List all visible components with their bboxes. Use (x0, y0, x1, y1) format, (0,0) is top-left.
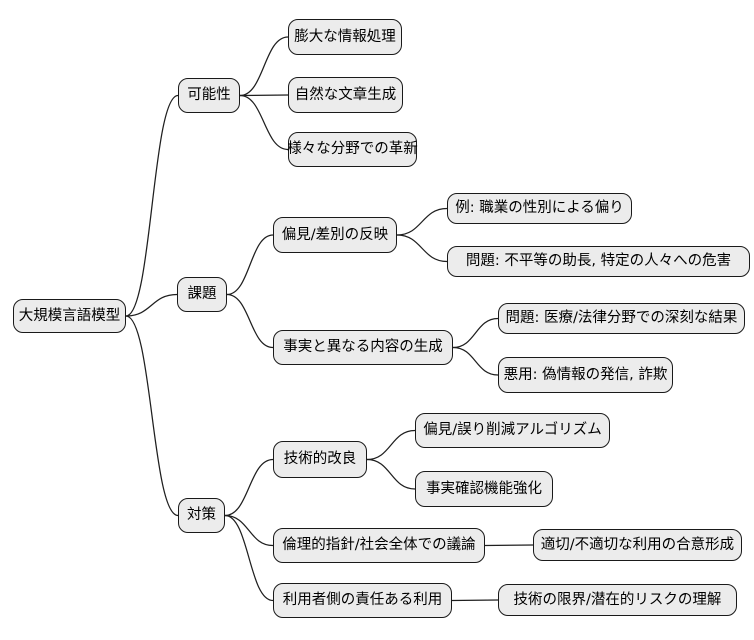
node-info-processing: 膨大な情報処理 (288, 19, 402, 55)
edge-responsible-use-risk-understanding (451, 599, 499, 602)
node-ethical-guidelines: 倫理的指針/社会全体での議論 (273, 528, 485, 563)
edge-countermeasures-ethics (224, 514, 274, 547)
node-countermeasures: 対策 (178, 498, 225, 533)
node-false-content-misuse: 悪用: 偽情報の発信, 詐欺 (498, 357, 673, 393)
node-false-content: 事実と異なる内容の生成 (273, 330, 453, 365)
node-technical-improvement: 技術的改良 (273, 441, 367, 478)
node-text-generation: 自然な文章生成 (288, 77, 403, 113)
edge-root-possibilities (125, 94, 179, 317)
edge-possibilities-text-generation (239, 94, 289, 97)
node-bias-reduction-algorithm: 偏見/誤り削減アルゴリズム (415, 413, 610, 448)
node-fact-check-enhancement: 事実確認機能強化 (415, 471, 553, 507)
edge-countermeasures-technical (224, 458, 274, 517)
edge-bias-problem (396, 234, 448, 263)
edge-technical-fact-check (366, 458, 416, 490)
edge-bias-example (396, 207, 448, 236)
node-consensus-formation: 適切/不適切な利用の合意形成 (533, 529, 742, 561)
edge-root-challenges (125, 293, 178, 317)
edge-challenges-false-content (226, 293, 274, 349)
node-challenges: 課題 (177, 277, 227, 312)
node-bias-reflection: 偏見/差別の反映 (273, 217, 397, 253)
edge-false-content-problem (452, 317, 499, 349)
node-root-llm: 大規模言語模型 (13, 299, 126, 333)
edge-challenges-bias (226, 234, 274, 296)
edge-possibilities-info-processing (239, 36, 289, 97)
edge-countermeasures-responsible-use (224, 514, 274, 602)
edge-possibilities-innovation (239, 94, 289, 151)
node-false-content-problem: 問題: 医療/法律分野での深刻な結果 (498, 303, 745, 334)
edge-root-countermeasures (125, 315, 179, 517)
edge-ethics-consensus (484, 544, 534, 547)
edge-false-content-misuse (452, 346, 499, 376)
edge-technical-bias-reduction (366, 429, 416, 461)
node-risk-understanding: 技術の限界/潜在的リスクの理解 (498, 584, 737, 616)
node-bias-example: 例: 職業の性別による偏り (447, 193, 632, 224)
node-responsible-use: 利用者側の責任ある利用 (273, 583, 452, 618)
node-innovation: 様々な分野での革新 (287, 132, 418, 167)
node-bias-problem: 問題: 不平等の助長, 特定の人々への危害 (447, 246, 750, 277)
node-possibilities: 可能性 (178, 78, 240, 113)
